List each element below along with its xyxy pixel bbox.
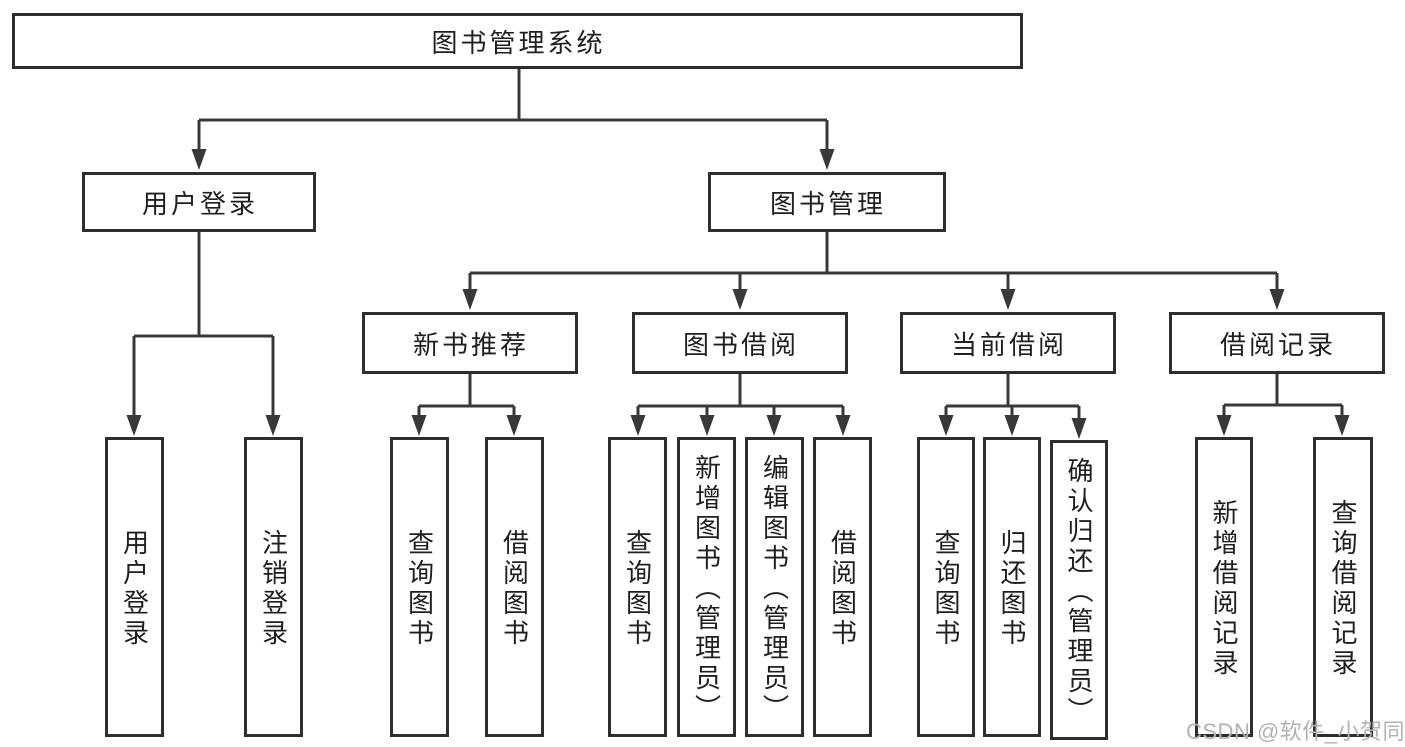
arrowheads xyxy=(126,149,1350,439)
leaf-search-books-borrow: 查询图书 xyxy=(608,437,667,737)
leaf-confirm-return-admin: 确认归还（管理员） xyxy=(1050,440,1108,740)
node-borrowing-records-label: 借阅记录 xyxy=(1219,329,1336,360)
node-new-book-recommendation-label: 新书推荐 xyxy=(412,329,529,360)
leaf-search-books-borrow-label: 查询图书 xyxy=(622,529,653,649)
leaf-confirm-return-admin-label: 确认归还（管理员） xyxy=(1064,457,1094,727)
node-book-management: 图书管理 xyxy=(708,172,946,232)
leaf-search-books-current-label: 查询图书 xyxy=(931,529,961,649)
leaf-add-borrow-record: 新增借阅记录 xyxy=(1195,437,1253,737)
leaf-borrow-books-recommend: 借阅图书 xyxy=(485,437,544,737)
leaf-edit-books-admin: 编辑图书（管理员） xyxy=(745,437,804,737)
leaf-return-books-label: 归还图书 xyxy=(997,529,1027,649)
leaf-borrow-books-recommend-label: 借阅图书 xyxy=(499,529,530,649)
leaf-user-login: 用户登录 xyxy=(105,437,164,737)
leaf-borrow-books: 借阅图书 xyxy=(813,437,872,737)
node-root: 图书管理系统 xyxy=(12,13,1023,69)
leaf-return-books: 归还图书 xyxy=(983,437,1041,737)
node-book-borrowing-label: 图书借阅 xyxy=(682,329,799,360)
leaf-edit-books-admin-label: 编辑图书（管理员） xyxy=(759,454,790,724)
leaf-logout-label: 注销登录 xyxy=(258,529,289,649)
node-new-book-recommendation: 新书推荐 xyxy=(362,312,578,374)
leaf-search-books-recommend: 查询图书 xyxy=(390,437,449,737)
leaf-logout: 注销登录 xyxy=(244,437,303,737)
leaf-search-borrow-record: 查询借阅记录 xyxy=(1313,437,1373,737)
csdn-watermark: CSDN @软件_小贺同学 xyxy=(1186,719,1405,744)
leaf-add-borrow-record-label: 新增借阅记录 xyxy=(1209,499,1239,679)
leaf-borrow-books-label: 借阅图书 xyxy=(827,529,858,649)
node-borrowing-records: 借阅记录 xyxy=(1169,312,1385,374)
node-user-login: 用户登录 xyxy=(82,172,316,232)
leaf-search-books-recommend-label: 查询图书 xyxy=(404,529,435,649)
leaf-search-borrow-record-label: 查询借阅记录 xyxy=(1328,499,1358,679)
node-user-login-label: 用户登录 xyxy=(141,188,258,219)
leaf-search-books-current: 查询图书 xyxy=(917,437,975,737)
node-current-borrowing-label: 当前借阅 xyxy=(950,329,1067,360)
leaf-add-books-admin: 新增图书（管理员） xyxy=(677,437,736,737)
node-root-label: 图书管理系统 xyxy=(431,27,606,58)
node-book-borrowing: 图书借阅 xyxy=(632,312,848,374)
node-current-borrowing: 当前借阅 xyxy=(900,312,1116,374)
leaf-user-login-label: 用户登录 xyxy=(119,529,150,649)
leaf-add-books-admin-label: 新增图书（管理员） xyxy=(691,454,722,724)
node-book-management-label: 图书管理 xyxy=(769,188,886,219)
